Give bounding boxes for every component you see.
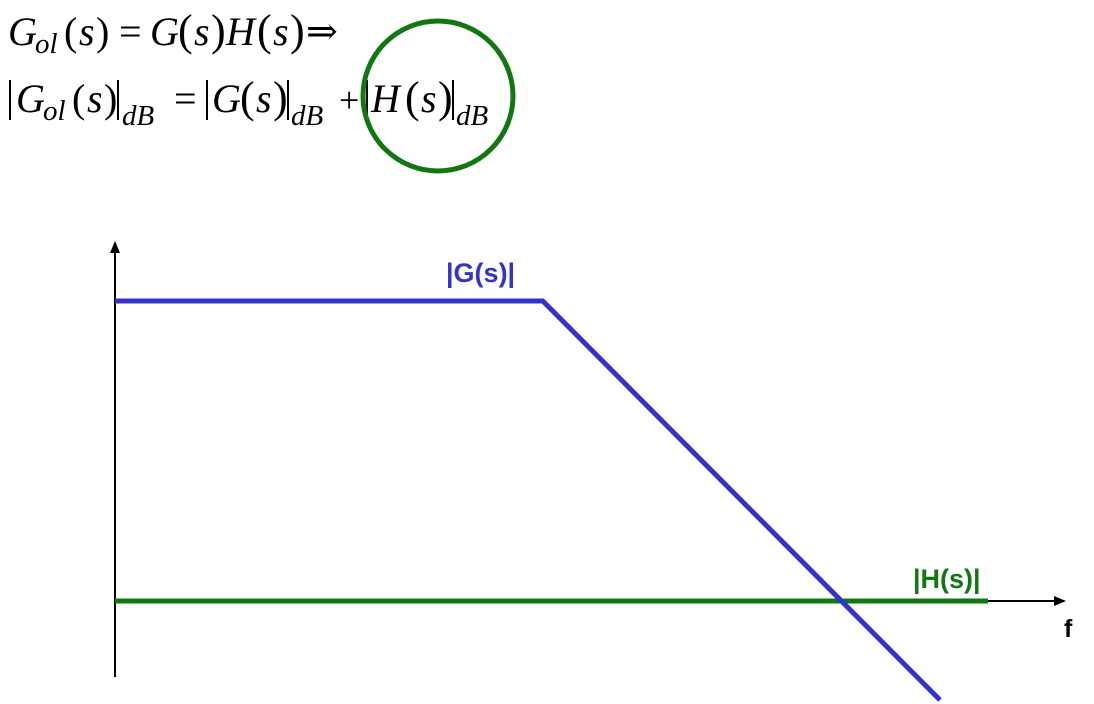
eq2-dB-subscript-1: dB (122, 100, 155, 132)
eq2-dB-subscript-3: dB (456, 100, 489, 132)
eq2-paren-close: ) (104, 76, 117, 121)
x-axis-label-f: f (1064, 615, 1073, 643)
equation-area: G ol ( s ) = G ( s ) H ( s ) ⇒ G ol ( s … (8, 6, 516, 174)
eq1-G2: G (150, 9, 179, 54)
highlight-circle (360, 18, 516, 174)
eq2-G: G (16, 76, 45, 121)
equation-line-1: G ol ( s ) = G ( s ) H ( s ) ⇒ (8, 6, 338, 60)
eq1-paren-close-2: ) (211, 6, 226, 55)
eq2-s3: s (421, 76, 437, 121)
eq1-implies-arrow: ⇒ (306, 11, 338, 53)
eq1-equals: = (119, 9, 142, 54)
eq2-paren-open-3: ( (405, 73, 420, 122)
eq2-paren-close-3: ) (438, 73, 453, 122)
g-curve-label: |G(s)| (446, 258, 515, 288)
eq2-plus: + (339, 80, 359, 120)
eq1-G: G (8, 9, 37, 54)
eq1-paren-close-3: ) (290, 6, 305, 55)
eq2-s: s (87, 76, 103, 121)
eq1-H: H (225, 9, 257, 54)
eq2-paren-open: ( (72, 76, 85, 121)
eq2-paren-close-2: ) (273, 73, 288, 122)
eq1-ol-subscript: ol (35, 28, 58, 60)
eq2-ol-subscript: ol (43, 95, 66, 127)
eq2-paren-open-2: ( (240, 73, 255, 122)
g-curve-line (115, 298, 942, 702)
eq1-s: s (79, 9, 95, 54)
eq2-equals: = (174, 76, 197, 121)
eq2-G2: G (212, 76, 241, 121)
eq2-dB-subscript-2: dB (291, 100, 324, 132)
eq1-s3: s (273, 9, 289, 54)
equation-line-2: G ol ( s ) dB = G ( s ) dB + H ( s ) dB (9, 73, 489, 132)
eq2-H: H (370, 76, 402, 121)
eq2-s2: s (256, 76, 272, 121)
eq1-s2: s (194, 9, 210, 54)
eq1-paren-close: ) (96, 9, 109, 54)
eq1-paren-open-3: ( (257, 6, 272, 55)
h-curve-label: |H(s)| (913, 564, 981, 594)
eq1-paren-open-2: ( (178, 6, 193, 55)
eq1-paren-open: ( (64, 9, 77, 54)
